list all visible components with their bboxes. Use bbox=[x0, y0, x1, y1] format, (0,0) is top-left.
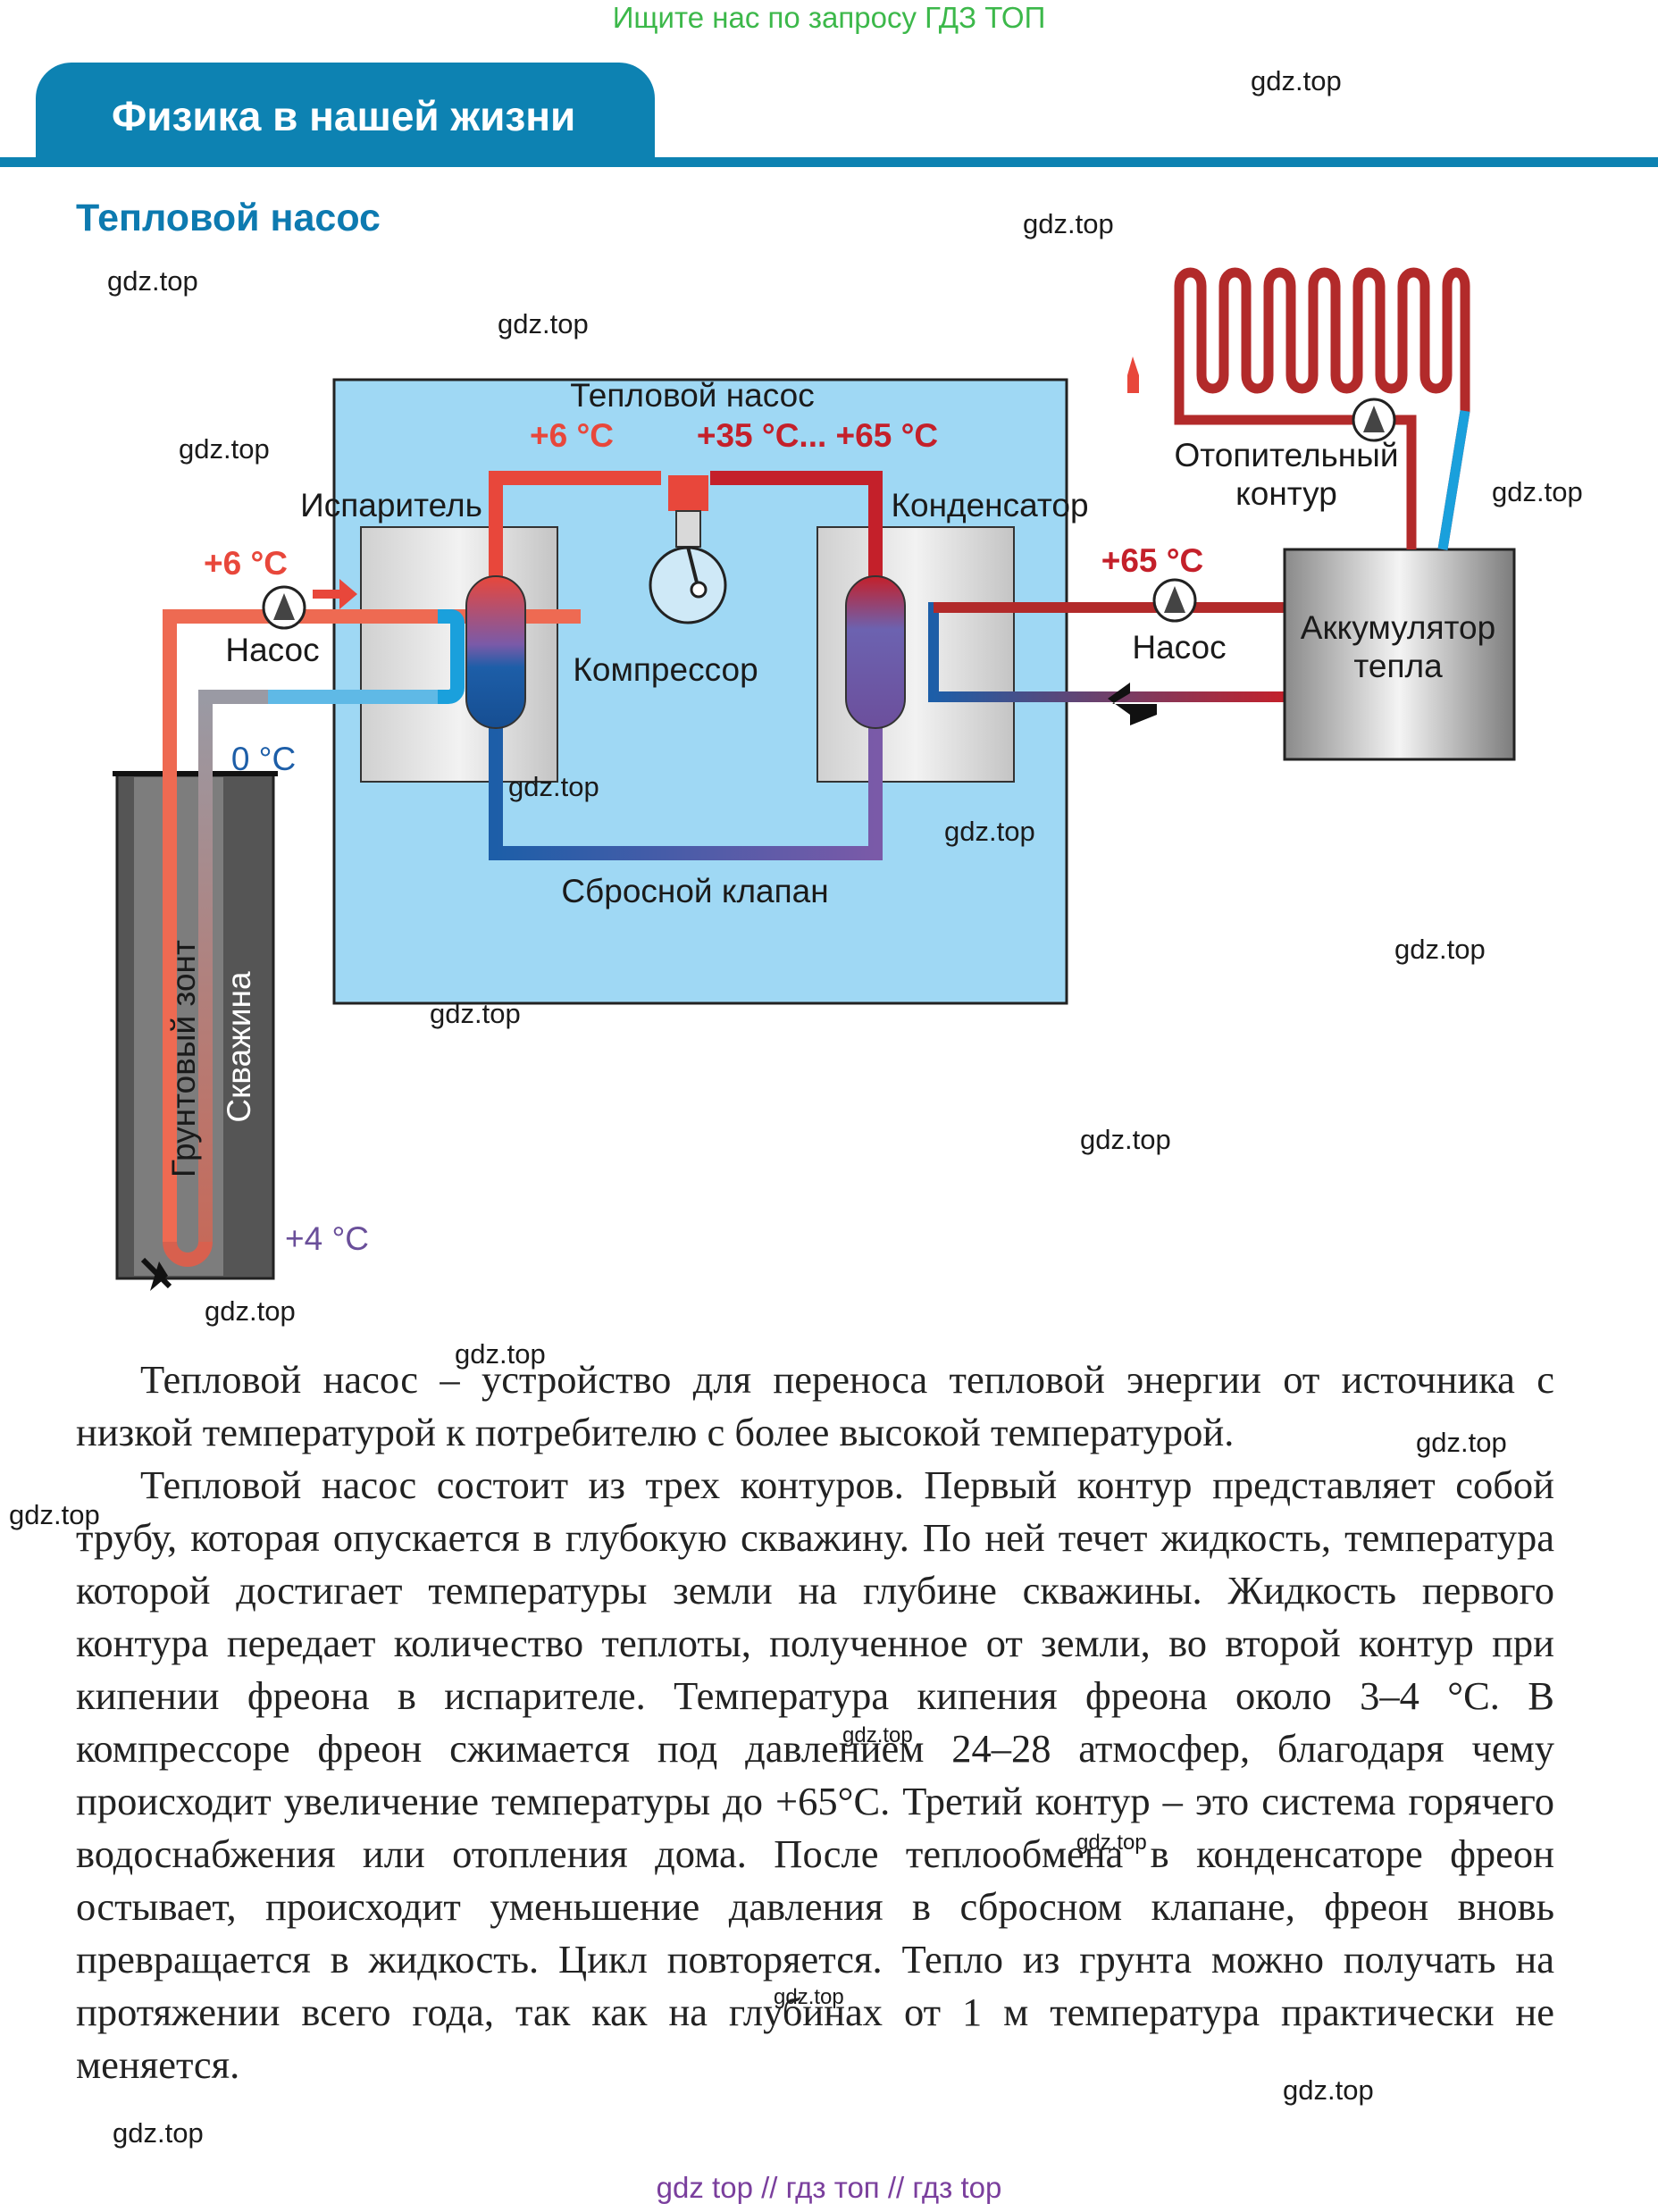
compressor-wheel bbox=[649, 546, 727, 624]
tab-title: Физика в нашей жизни bbox=[112, 93, 576, 139]
watermark: gdz.top bbox=[205, 1295, 296, 1327]
valve-label: Сбросной клапан bbox=[561, 873, 828, 909]
watermark: gdz.top bbox=[1251, 65, 1342, 96]
footer-links[interactable]: gdz top // гдз топ // гдз top bbox=[656, 2171, 1002, 2204]
paragraph-1: Тепловой насос – устройство для переноса… bbox=[76, 1357, 1554, 1454]
arrow-up-icon bbox=[1127, 356, 1139, 393]
watermark: gdz.top bbox=[1080, 1124, 1171, 1155]
pump-left-label: Насос bbox=[225, 632, 319, 668]
heating-coil bbox=[1174, 267, 1470, 550]
evaporator-vessel bbox=[465, 575, 526, 729]
heat-pump-diagram: Тепловой насос +6 °C +35 °C... +65 °C Ис… bbox=[113, 267, 1516, 1291]
watermark: gdz.top bbox=[1394, 934, 1486, 965]
accumulator-label-1: Аккумулятор bbox=[1301, 609, 1495, 646]
watermark: gdz.top bbox=[1076, 1831, 1147, 1855]
watermark: gdz.top bbox=[498, 308, 589, 339]
body-text: Тепловой насос – устройство для переноса… bbox=[76, 1353, 1554, 2091]
heat-accumulator bbox=[1283, 548, 1516, 761]
arrow-right-icon bbox=[313, 579, 357, 609]
watermark: gdz.top bbox=[9, 1499, 100, 1530]
valve-pipe bbox=[489, 715, 883, 860]
watermark: gdz.top bbox=[455, 1338, 546, 1370]
header-rule bbox=[0, 157, 1658, 167]
heat-pump-label: Тепловой насос bbox=[570, 377, 815, 414]
heating-label-1: Отопительный bbox=[1174, 437, 1398, 473]
watermark: gdz.top bbox=[842, 1723, 913, 1747]
probe-label: Грунтовый зонт bbox=[165, 940, 202, 1177]
comp-out-pipe bbox=[710, 471, 883, 581]
watermark: gdz.top bbox=[113, 2117, 204, 2149]
condenser-vessel bbox=[845, 575, 906, 729]
watermark: gdz.top bbox=[1283, 2074, 1374, 2106]
watermark: gdz.top bbox=[944, 816, 1035, 847]
watermark: gdz.top bbox=[430, 998, 521, 1029]
watermark: gdz.top bbox=[1492, 476, 1583, 507]
pump-right-label: Насос bbox=[1132, 629, 1226, 666]
arrow-left-icon bbox=[1108, 683, 1157, 725]
top-search-link[interactable]: Ищите нас по запросу ГДЗ ТОП bbox=[612, 1, 1046, 34]
temp-zero: 0 °C bbox=[231, 741, 296, 777]
compressor-label: Компрессор bbox=[573, 651, 758, 688]
evap-out-pipe bbox=[489, 471, 661, 581]
compressor-head bbox=[668, 475, 708, 511]
section-title: Тепловой насос bbox=[76, 197, 381, 239]
watermark: gdz.top bbox=[774, 1985, 844, 2009]
temp-right: +65 °C bbox=[1101, 542, 1204, 579]
evaporator-label: Испаритель bbox=[300, 487, 482, 524]
paragraph-2: Тепловой насос состоит из трех контуров.… bbox=[76, 1462, 1554, 2087]
watermark: gdz.top bbox=[1416, 1427, 1507, 1458]
temp-four: +4 °C bbox=[285, 1220, 369, 1257]
heating-label-2: контур bbox=[1235, 475, 1337, 512]
temp-compressor: +35 °C... +65 °C bbox=[697, 417, 938, 454]
accumulator-label-2: тепла bbox=[1353, 648, 1443, 684]
watermark: gdz.top bbox=[508, 771, 599, 802]
watermark: gdz.top bbox=[179, 433, 270, 465]
temp-evap: +6 °C bbox=[530, 417, 614, 454]
well-label: Скважина bbox=[221, 971, 257, 1123]
temp-left: +6 °C bbox=[204, 545, 288, 582]
watermark: gdz.top bbox=[107, 265, 198, 297]
watermark: gdz.top bbox=[1023, 208, 1114, 239]
section-tab bbox=[36, 63, 655, 161]
condenser-label: Конденсатор bbox=[891, 487, 1088, 524]
